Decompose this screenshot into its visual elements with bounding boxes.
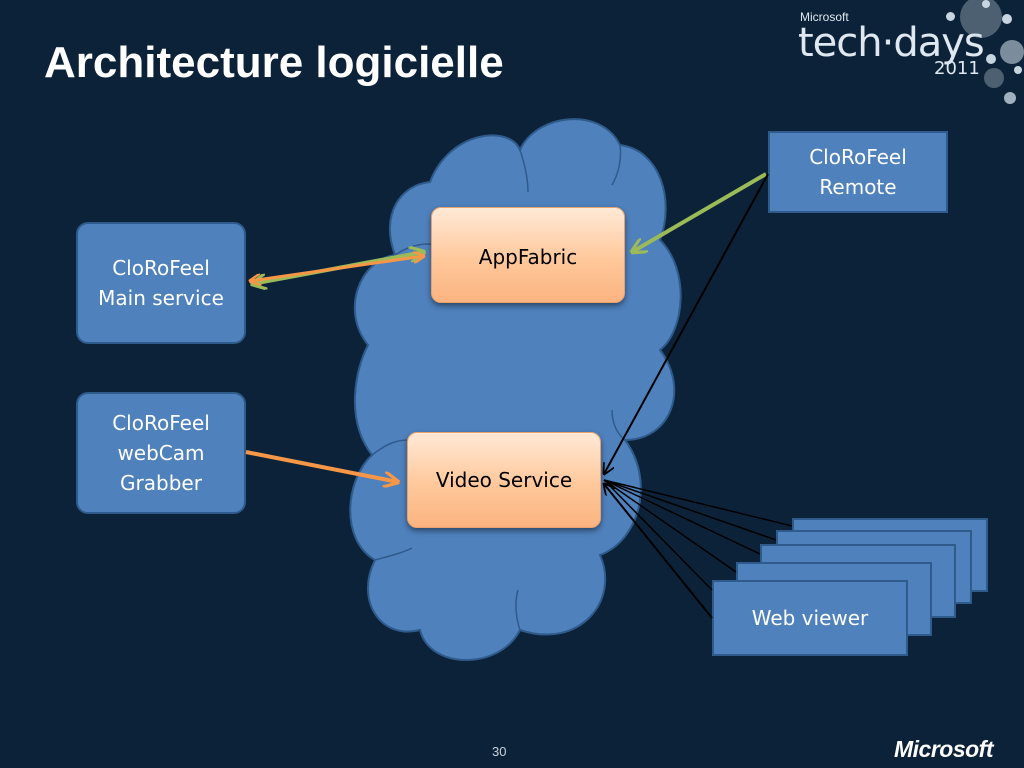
appfabric-label: AppFabric bbox=[478, 245, 578, 269]
main-service-node: CloRoFeel Main service bbox=[76, 222, 246, 344]
logo-bubble-small bbox=[946, 12, 955, 21]
fan-line bbox=[603, 479, 713, 591]
logo-bubble-large bbox=[960, 0, 1002, 38]
web-viewer-box: Web viewer bbox=[712, 580, 908, 656]
arrow-viewer-video bbox=[604, 484, 713, 619]
main-service-label-line1: CloRoFeel bbox=[112, 256, 210, 280]
webcam-grabber-label-line3: Grabber bbox=[120, 471, 202, 495]
webcam-grabber-label-line1: CloRoFeel bbox=[112, 411, 210, 435]
microsoft-logo: Microsoft bbox=[894, 736, 994, 762]
video-service-label: Video Service bbox=[435, 468, 573, 492]
logo-bubble-small bbox=[986, 54, 996, 64]
logo-microsoft-text: Microsoft bbox=[800, 10, 849, 24]
arrow-remote-video bbox=[604, 173, 769, 474]
logo-bubble-medium bbox=[1000, 40, 1024, 64]
fan-line bbox=[603, 479, 777, 541]
appfabric-node: AppFabric bbox=[431, 207, 625, 303]
remote-label-line2: Remote bbox=[819, 175, 897, 199]
logo-bubble-small bbox=[1002, 14, 1012, 24]
logo-bubble-small bbox=[982, 0, 990, 8]
webcam-grabber-node: CloRoFeel webCam Grabber bbox=[76, 392, 246, 514]
arrow-remote-appfabric bbox=[632, 172, 768, 252]
logo-techdays-text: tech·days bbox=[798, 20, 985, 66]
logo-bubble-small bbox=[1014, 66, 1022, 74]
fan-line bbox=[603, 479, 737, 573]
arrow-grabber-video bbox=[245, 450, 398, 482]
remote-label-line1: CloRoFeel bbox=[809, 145, 907, 169]
logo-bubble-small bbox=[1004, 92, 1016, 104]
fan-line bbox=[603, 479, 793, 527]
logo-year-text: 2011 bbox=[934, 58, 980, 79]
web-viewer-label: Web viewer bbox=[751, 606, 869, 630]
logo-bubble-medium bbox=[984, 68, 1004, 88]
arrow-main-appfabric-orange bbox=[250, 256, 424, 281]
webcam-grabber-label-line2: webCam bbox=[117, 441, 205, 465]
main-service-label-line2: Main service bbox=[98, 286, 224, 310]
slide-title: Architecture logicielle bbox=[44, 38, 504, 87]
video-service-node: Video Service bbox=[407, 432, 601, 528]
fan-line bbox=[603, 479, 761, 555]
page-number: 30 bbox=[492, 744, 507, 759]
remote-node: CloRoFeel Remote bbox=[768, 131, 948, 213]
